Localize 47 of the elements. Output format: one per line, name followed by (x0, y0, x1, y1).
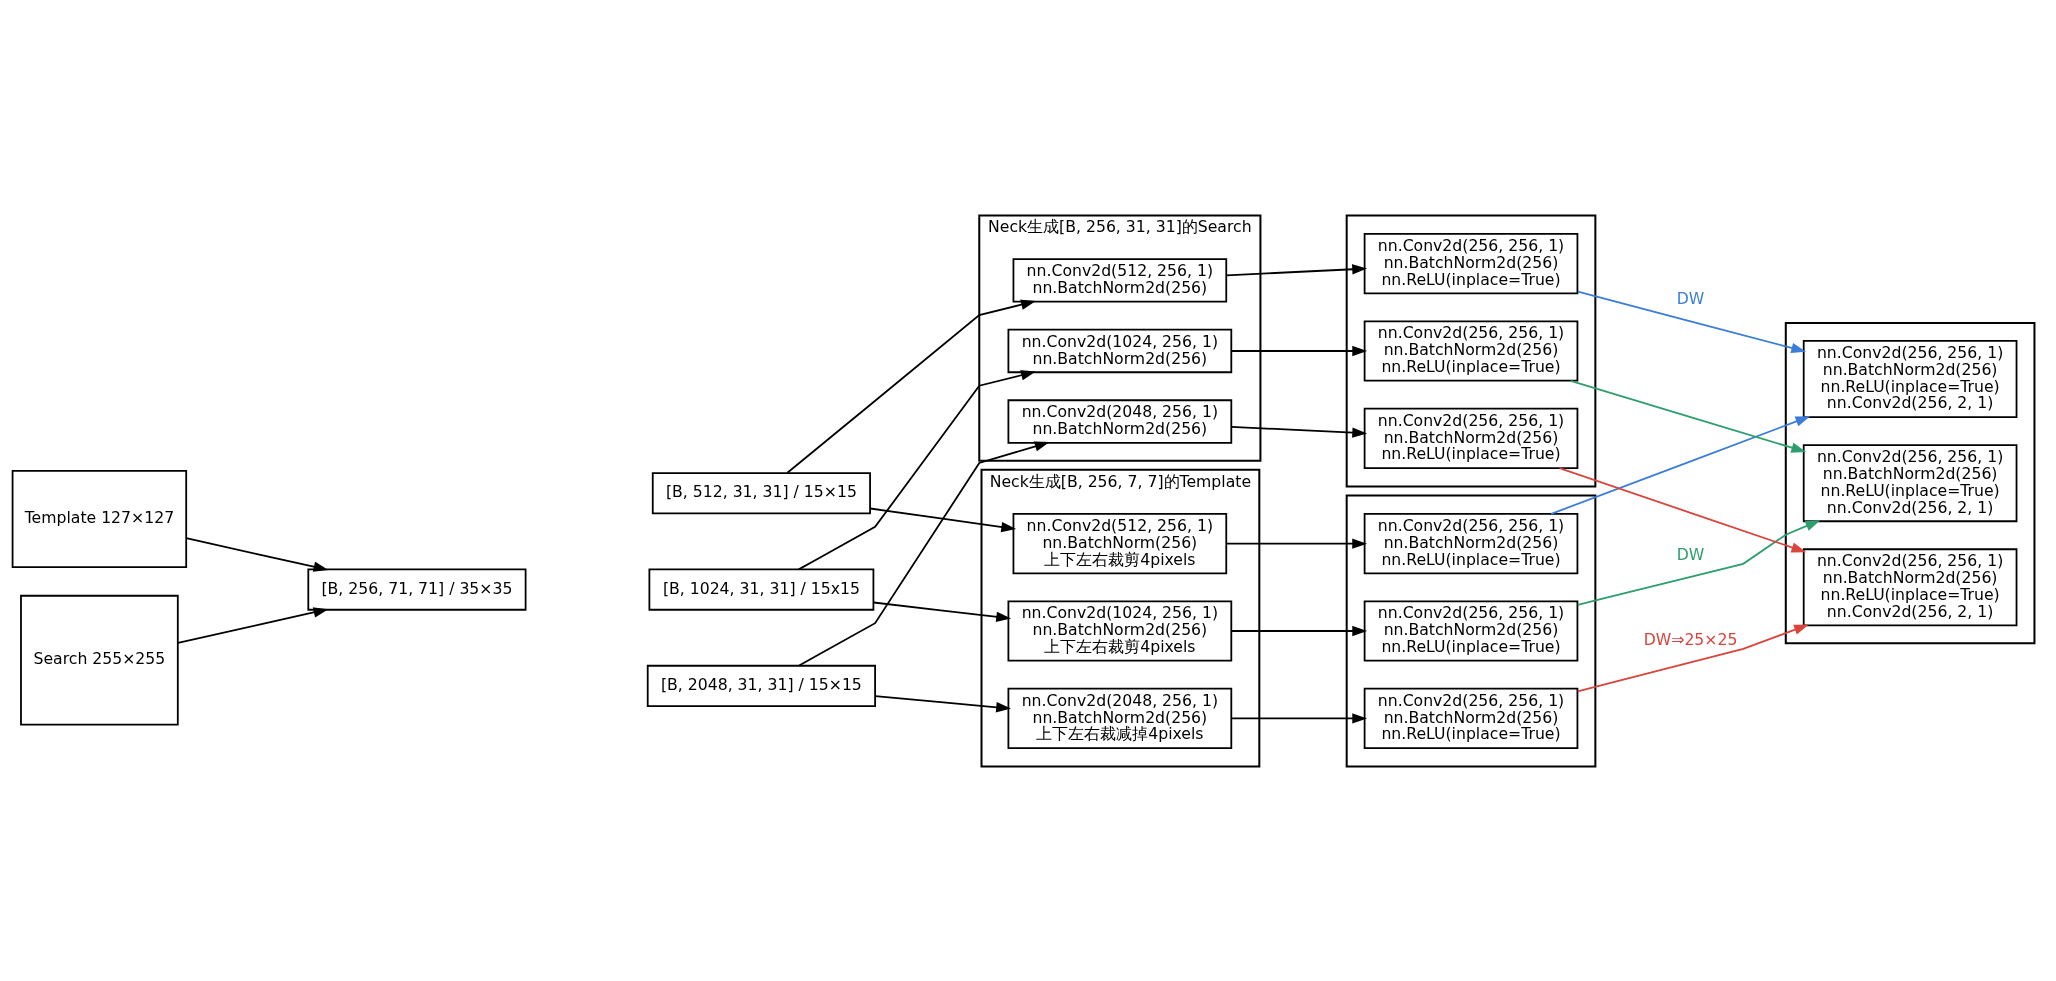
arrow (797, 369, 1036, 570)
node-box: [B, 256, 71, 71] / 35×35 (307, 568, 527, 611)
cluster (1345, 213, 1597, 488)
arrow (1558, 466, 1807, 552)
arrow (1577, 290, 1807, 353)
node-box: nn.Conv2d(2048, 256, 1) nn.BatchNorm2d(256) (1007, 398, 1233, 444)
arrow (872, 601, 1011, 622)
node-box: nn.Conv2d(256, 256, 1) nn.BatchNorm2d(256) nn.ReLU(inplace=True) (1363, 407, 1579, 469)
arrow (1576, 624, 1809, 692)
node-box: [B, 2048, 31, 31] / 15×15 (646, 664, 876, 707)
arrow (786, 299, 1036, 474)
edge-label: DW (1676, 288, 1705, 308)
arrow (1576, 519, 1821, 606)
node-box: nn.Conv2d(2048, 256, 1) nn.BatchNorm2d(256) 上下左右裁减掉4pixels (1007, 687, 1233, 749)
node-box: Template 127×127 (11, 469, 188, 568)
arrow (1550, 415, 1811, 515)
node-box: nn.Conv2d(1024, 256, 1) nn.BatchNorm2d(256) (1007, 328, 1233, 373)
arrow (177, 606, 329, 644)
cluster (1784, 321, 2036, 644)
arrow (869, 507, 1017, 532)
arrow (1230, 712, 1368, 724)
arrow (1225, 537, 1368, 549)
node-box: Search 255×255 (20, 594, 179, 725)
arrow (797, 440, 1050, 667)
node-box: nn.Conv2d(256, 256, 1) nn.BatchNorm2d(256) nn.ReLU(inplace=True) (1363, 599, 1579, 662)
node-box: [B, 512, 31, 31] / 15×15 (651, 471, 871, 514)
edge-label: DW⇒25×25 (1643, 629, 1738, 649)
arrow (874, 694, 1011, 712)
node-box: nn.Conv2d(256, 256, 1) nn.BatchNorm2d(256) nn.ReLU(inplace=True) (1363, 687, 1579, 749)
node-box: nn.Conv2d(1024, 256, 1) nn.BatchNorm2d(256) 上下左右裁剪4pixels (1007, 599, 1233, 662)
node-box: [B, 1024, 31, 31] / 15x15 (648, 568, 875, 611)
node-box: nn.Conv2d(256, 256, 1) nn.BatchNorm2d(256) nn.ReLU(inplace=True) (1363, 319, 1579, 382)
arrow (185, 536, 329, 572)
arrow (1225, 263, 1368, 276)
node-box: nn.Conv2d(256, 256, 1) nn.BatchNorm2d(256) nn.ReLU(inplace=True) (1363, 512, 1579, 574)
arrow (1230, 425, 1368, 438)
node-box: nn.Conv2d(512, 256, 1) nn.BatchNorm2d(256) (1012, 257, 1228, 303)
cluster (1345, 493, 1597, 768)
arrow (1569, 379, 1807, 453)
node-box: nn.Conv2d(512, 256, 1) nn.BatchNorm(256) 上下左右裁剪4pixels (1012, 512, 1228, 574)
node-box: nn.Conv2d(256, 256, 1) nn.BatchNorm2d(256) nn.ReLU(inplace=True) nn.Conv2d(256, 2, 1) (1802, 339, 2018, 418)
edge-label: DW (1676, 544, 1705, 564)
node-box: nn.Conv2d(256, 256, 1) nn.BatchNorm2d(256) nn.ReLU(inplace=True) (1363, 232, 1579, 294)
node-box: nn.Conv2d(256, 256, 1) nn.BatchNorm2d(256) nn.ReLU(inplace=True) nn.Conv2d(256, 2, 1) (1802, 547, 2018, 626)
arrow (1230, 625, 1368, 636)
node-box: nn.Conv2d(256, 256, 1) nn.BatchNorm2d(256) nn.ReLU(inplace=True) nn.Conv2d(256, 2, 1) (1802, 443, 2018, 522)
arrow (1230, 345, 1368, 356)
